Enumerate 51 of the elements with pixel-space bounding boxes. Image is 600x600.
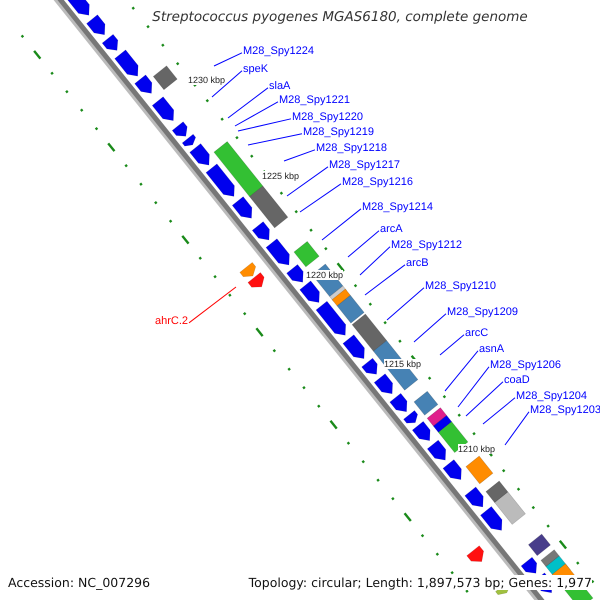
leader-line [440,334,464,356]
scale-label: 1210 kbp [458,444,496,454]
leader-line [238,118,292,132]
gene-label: M28_Spy1210 [425,280,496,293]
accession-text: Accession: NC_007296 [8,575,150,590]
scale-label: 1225 kbp [262,171,300,181]
leader-line [466,381,504,416]
map-title: Streptococcus pyogenes MGAS6180, complete genome [151,9,529,25]
gene-label: arcA [380,223,403,236]
gene-label: speK [243,63,268,76]
gene-label: M28_Spy1224 [243,45,314,58]
gene-label: M28_Spy1217 [329,159,400,172]
leader-line [214,52,242,66]
scale-label: 1230 kbp [188,75,226,85]
gene-label: M28_Spy1218 [316,142,387,155]
leader-line [284,149,316,162]
leader-line [322,208,362,240]
gene-label: M28_Spy1220 [292,111,363,124]
leader-line [386,287,424,320]
leader-line [444,350,478,392]
leader-line [212,70,242,98]
leader-line [188,286,236,324]
gene-label: M28_Spy1212 [391,239,462,252]
leader-line [348,230,380,258]
leader-line [360,246,390,276]
leader-line [414,313,446,342]
scale-label: 1220 kbp [306,270,344,280]
gene-label: asnA [479,343,504,356]
gene-label: M28_Spy1219 [303,126,374,139]
leader-line [234,101,278,126]
gene-label: M28_Spy1214 [362,201,433,214]
gene-label: M28_Spy1216 [342,176,413,189]
leader-line [228,87,268,118]
gene-label: arcB [406,257,429,270]
leader-line [504,411,530,446]
leader-line [364,264,406,296]
leader-line [248,133,302,146]
gene-label: M28_Spy1221 [279,94,350,107]
gene-label: ahrC.2 [155,315,188,328]
gene-label: M28_Spy1206 [490,359,561,372]
gene-label: M28_Spy1209 [447,306,518,319]
gene-label: slaA [269,80,290,93]
leader-line [286,166,328,196]
gene-label: coaD [504,374,530,387]
leader-line [482,397,516,424]
leader-line [458,366,490,408]
gene-label: arcC [465,327,488,340]
leader-line [300,183,342,212]
genome-summary-text: Topology: circular; Length: 1,897,573 bp; Genes: 1,977 [248,575,592,590]
scale-label: 1215 kbp [384,359,422,369]
gene-label: M28_Spy1204 [516,390,587,403]
